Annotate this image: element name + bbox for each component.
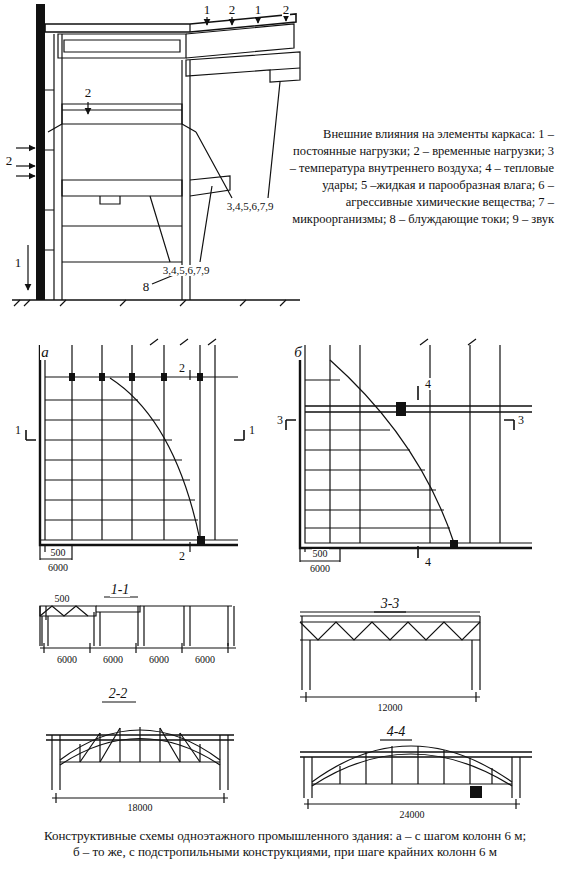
figure-letter: б [293,345,303,360]
section-mark: 3 [276,414,284,426]
section-4-4 [300,740,532,809]
section-2-2 [46,702,234,803]
dimension: 6000 [309,564,331,574]
section-mark: 4 [424,378,432,390]
section-title: 1-1 [110,583,131,597]
dimension: 6000 [47,563,69,573]
callout-number: 3,4,5,6,7,9 [226,201,275,212]
callout-number: 1 [14,256,23,269]
callout-number: 2 [282,3,291,16]
section-mark: 2 [178,362,186,374]
section-mark: 1 [14,424,22,436]
section-1-1 [40,597,236,653]
section-mark: 4 [424,556,432,568]
legend-note: Внешние влияния на элементы каркаса: 1 –… [285,126,555,228]
plan-b [286,339,532,562]
frame-illustration [12,4,300,306]
dimension: 500 [50,548,67,558]
dimension: 18000 [127,803,154,813]
callout-number: 2 [5,154,14,167]
section-mark: 1 [248,424,256,436]
figure-caption: Конструктивные схемы одноэтажного промыш… [40,828,530,860]
section-mark: 2 [178,550,186,562]
section-mark: 3 [517,414,525,426]
dimension: 6000 [56,655,78,665]
dimension: 24000 [399,810,426,820]
section-title: 4-4 [386,725,407,739]
callout-number: 8 [142,280,151,293]
dimension: 6000 [194,655,216,665]
callout-number: 3,4,5,6,7,9 [162,265,211,276]
callout-number: 1 [254,3,263,16]
callout-number: 2 [228,3,237,16]
dimension: 12000 [377,703,404,713]
dimension: 500 [54,594,71,604]
dimension: 6000 [148,655,170,665]
callout-number: 1 [203,3,212,16]
dimension: 500 [312,549,329,559]
section-title: 3-3 [380,597,401,611]
section-title: 2-2 [108,687,129,701]
section-3-3 [300,612,480,702]
dimension: 6000 [102,655,124,665]
callout-number: 2 [84,86,93,99]
figure-letter: а [40,345,50,360]
plan-a [26,339,244,560]
